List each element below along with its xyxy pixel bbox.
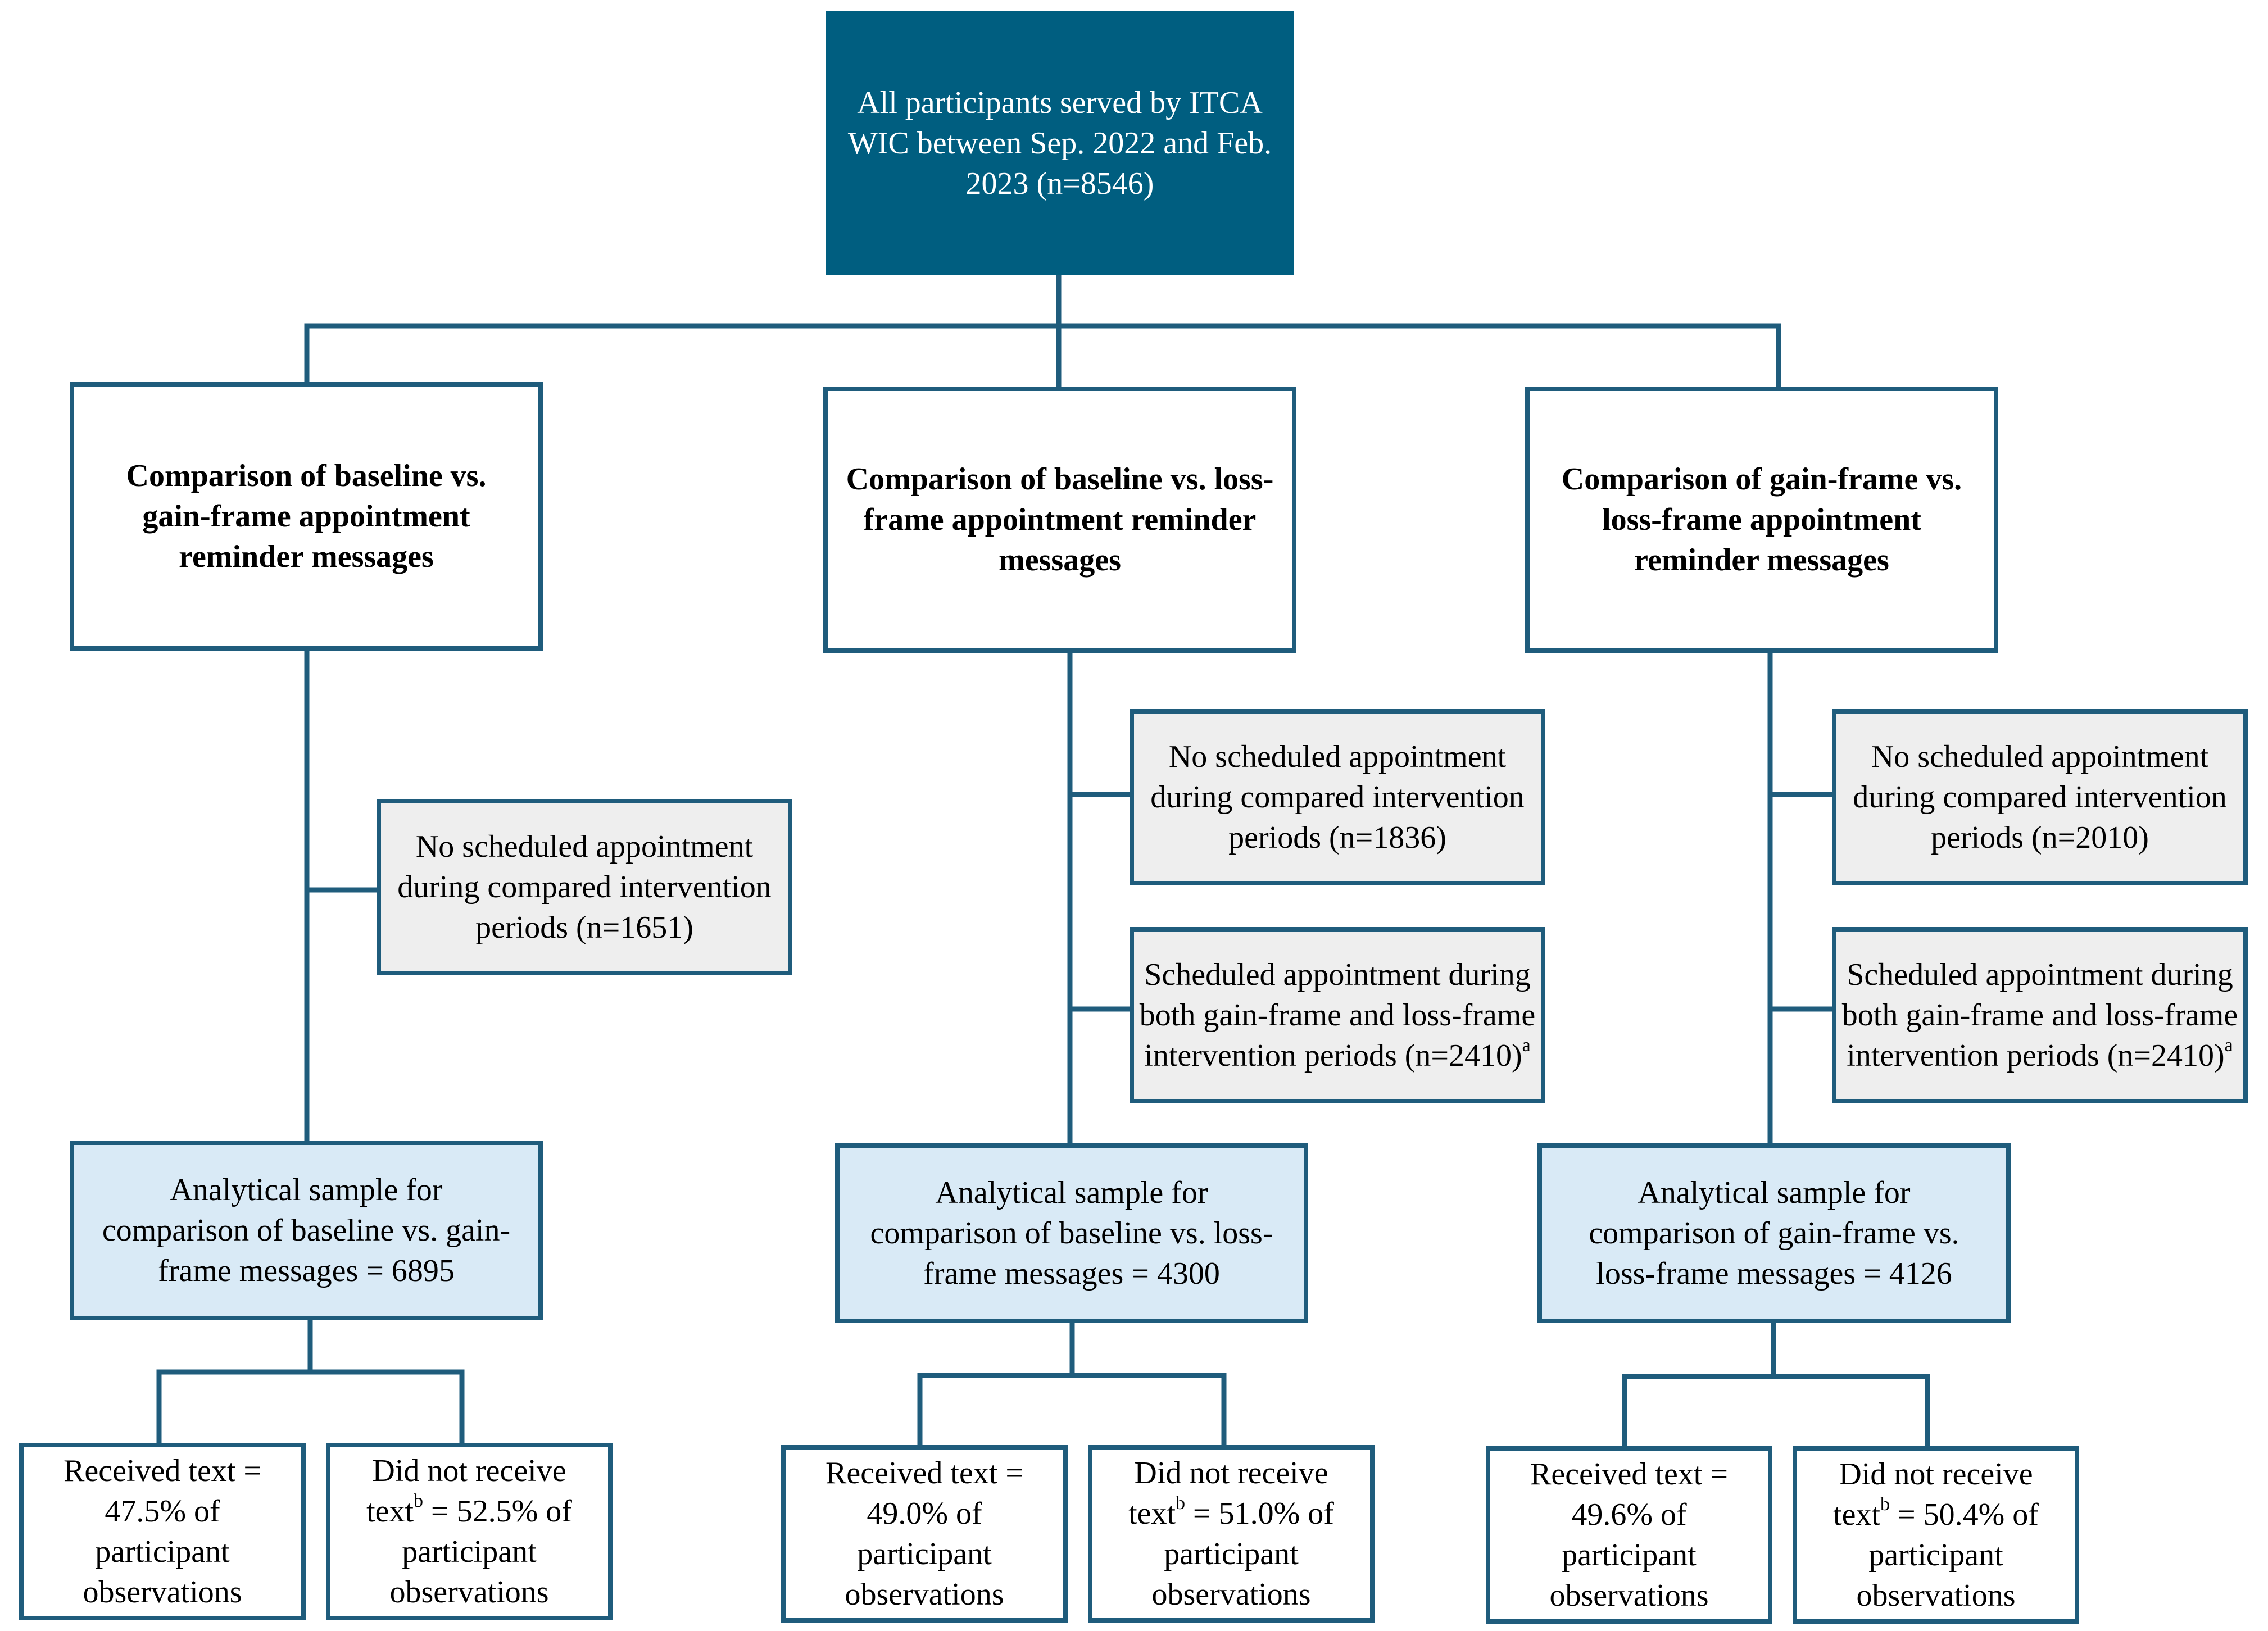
comparison-box-baseline-vs-gain: Comparison of baseline vs. gain-frame ap… xyxy=(70,382,543,651)
both-periods-text-2: Scheduled appointment during both gain-f… xyxy=(1139,957,1536,1073)
received-text-1: Received text = 47.5% of participant obs… xyxy=(63,1453,261,1610)
received-text-3: Received text = 49.6% of participant obs… xyxy=(1530,1457,1728,1613)
not-received-pre-2: Did not receive text xyxy=(1128,1456,1328,1531)
comparison-box-baseline-vs-loss: Comparison of baseline vs. loss-frame ap… xyxy=(823,387,1296,653)
footnote-b-marker-2: b xyxy=(1176,1493,1186,1514)
not-received-post-3: = 50.4% of participant observations xyxy=(1856,1497,2039,1613)
analytical-sample-box-2: Analytical sample for comparison of base… xyxy=(835,1143,1308,1323)
no-appointment-box-3: No scheduled appointment during compared… xyxy=(1832,709,2248,885)
not-received-box-2: Did not receive textb = 51.0% of partici… xyxy=(1088,1445,1375,1623)
not-received-pre-1: Did not receive text xyxy=(366,1453,566,1529)
footnote-b-marker-3: b xyxy=(1880,1494,1890,1515)
not-received-content-3: Did not receive textb = 50.4% of partici… xyxy=(1797,1454,2075,1616)
footnote-a-marker-3: a xyxy=(2224,1035,2233,1056)
both-periods-box-2: Scheduled appointment during both gain-f… xyxy=(1130,927,1545,1103)
no-appointment-box-1: No scheduled appointment during compared… xyxy=(377,799,792,975)
analytical-sample-text-3: Analytical sample for comparison of gain… xyxy=(1589,1175,1959,1291)
all-participants-text: All participants served by ITCA WIC betw… xyxy=(847,85,1272,201)
not-received-pre-3: Did not receive text xyxy=(1833,1457,2033,1532)
comparison-text-3: Comparison of gain-frame vs. loss-frame … xyxy=(1561,462,1962,578)
analytical-sample-text-2: Analytical sample for comparison of base… xyxy=(870,1175,1273,1291)
no-appointment-text-3: No scheduled appointment during compared… xyxy=(1853,739,2227,855)
not-received-content-1: Did not receive textb = 52.5% of partici… xyxy=(330,1451,608,1612)
analytical-sample-box-1: Analytical sample for comparison of base… xyxy=(70,1141,543,1320)
not-received-post-2: = 51.0% of participant observations xyxy=(1151,1496,1334,1612)
not-received-box-3: Did not receive textb = 50.4% of partici… xyxy=(1793,1446,2079,1624)
received-text-box-2: Received text = 49.0% of participant obs… xyxy=(781,1445,1068,1623)
not-received-post-1: = 52.5% of participant observations xyxy=(389,1494,572,1610)
no-appointment-text-2: No scheduled appointment during compared… xyxy=(1150,739,1525,855)
both-periods-content-3: Scheduled appointment during both gain-f… xyxy=(1836,955,2243,1076)
not-received-content-2: Did not receive textb = 51.0% of partici… xyxy=(1092,1453,1370,1615)
footnote-b-marker-1: b xyxy=(414,1491,424,1512)
both-periods-content-2: Scheduled appointment during both gain-f… xyxy=(1134,955,1541,1076)
not-received-box-1: Did not receive textb = 52.5% of partici… xyxy=(326,1443,613,1620)
received-text-box-1: Received text = 47.5% of participant obs… xyxy=(19,1443,306,1620)
no-appointment-box-2: No scheduled appointment during compared… xyxy=(1130,709,1545,885)
both-periods-text-3: Scheduled appointment during both gain-f… xyxy=(1841,957,2238,1073)
all-participants-box: All participants served by ITCA WIC betw… xyxy=(826,11,1294,275)
no-appointment-text-1: No scheduled appointment during compared… xyxy=(397,829,772,945)
both-periods-box-3: Scheduled appointment during both gain-f… xyxy=(1832,927,2248,1103)
received-text-box-3: Received text = 49.6% of participant obs… xyxy=(1486,1446,1772,1624)
received-text-2: Received text = 49.0% of participant obs… xyxy=(825,1456,1023,1612)
comparison-text-1: Comparison of baseline vs. gain-frame ap… xyxy=(126,458,487,574)
comparison-text-2: Comparison of baseline vs. loss-frame ap… xyxy=(846,462,1274,578)
footnote-a-marker-2: a xyxy=(1522,1035,1531,1056)
comparison-box-gain-vs-loss: Comparison of gain-frame vs. loss-frame … xyxy=(1525,387,1998,653)
analytical-sample-text-1: Analytical sample for comparison of base… xyxy=(102,1173,511,1288)
analytical-sample-box-3: Analytical sample for comparison of gain… xyxy=(1537,1143,2011,1323)
